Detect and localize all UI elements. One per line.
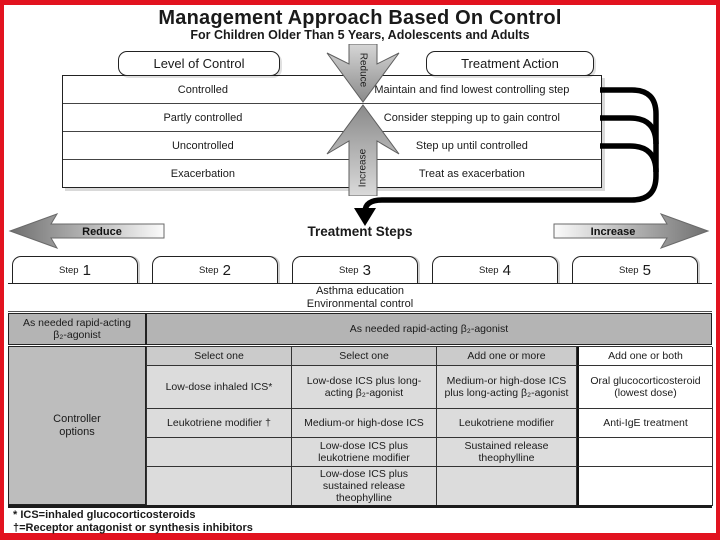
treatment-action-header: Treatment Action xyxy=(426,51,594,76)
reduce-down-arrow-icon xyxy=(326,44,400,103)
level-cell: Exacerbation xyxy=(170,167,235,180)
reduce-horizontal-label: Reduce xyxy=(82,226,122,238)
footnote-divider xyxy=(8,505,712,508)
controller-cell xyxy=(147,467,292,506)
controller-cell: Sustained release theophylline xyxy=(437,438,577,467)
controller-cell: Anti-IgE treatment xyxy=(577,409,713,438)
step-prefix: Step xyxy=(339,264,359,276)
step-number: 3 xyxy=(362,261,371,279)
education-line: Asthma education xyxy=(315,284,405,297)
footnotes: * ICS=inhaled glucocorticosteroids †=Rec… xyxy=(13,509,703,534)
step-number: 5 xyxy=(642,261,651,279)
action-cell: Treat as exacerbation xyxy=(418,167,525,180)
education-band: Asthma education Environmental control xyxy=(8,283,712,312)
table-row: Partly controlled Consider stepping up t… xyxy=(63,103,601,131)
step-number: 4 xyxy=(502,261,511,279)
step-number: 2 xyxy=(222,261,231,279)
step-2-tab: Step 2 xyxy=(152,256,278,283)
controller-cell: Medium-or high-dose ICS plus long-acting… xyxy=(437,366,577,409)
column-header: Select one xyxy=(147,347,292,366)
step-prefix: Step xyxy=(199,264,219,276)
step-prefix: Step xyxy=(619,264,639,276)
column-header: Select one xyxy=(292,347,437,366)
action-cell: Step up until controlled xyxy=(415,139,528,152)
controller-cell xyxy=(147,438,292,467)
bracket-stub3 xyxy=(600,143,659,173)
controller-options-label: Controller options xyxy=(8,346,146,505)
controller-cell: Low-dose inhaled ICS* xyxy=(147,366,292,409)
right-arrow-icon xyxy=(553,213,710,249)
level-of-control-label: Level of Control xyxy=(153,56,245,71)
column-header: Add one or more xyxy=(437,347,577,366)
increase-vertical-label: Increase xyxy=(358,148,369,187)
page-title: Management Approach Based On Control xyxy=(158,7,562,29)
controller-cell: Low-dose ICS plus long-acting β₂-agonist xyxy=(292,366,437,409)
controller-cell: Low-dose ICS plus sustained release theo… xyxy=(292,467,437,506)
table-row: Uncontrolled Step up until controlled xyxy=(63,131,601,159)
column-header: Add one or both xyxy=(577,347,713,366)
treatment-steps-title: Treatment Steps xyxy=(307,224,413,239)
down-arrowhead-icon xyxy=(354,208,376,226)
step-prefix: Step xyxy=(59,264,79,276)
step-prefix: Step xyxy=(479,264,499,276)
table-row: Controlled Maintain and find lowest cont… xyxy=(63,76,601,103)
controller-cell xyxy=(437,467,577,506)
page-subtitle: For Children Older Than 5 Years, Adolesc… xyxy=(190,28,530,42)
action-cell: Consider stepping up to gain control xyxy=(383,111,560,124)
increase-right-arrow: Increase xyxy=(553,213,710,249)
step-4-tab: Step 4 xyxy=(432,256,558,283)
controller-cell xyxy=(577,438,713,467)
level-cell: Partly controlled xyxy=(163,111,243,124)
controller-cell: Medium-or high-dose ICS xyxy=(292,409,437,438)
level-cell: Uncontrolled xyxy=(171,139,234,152)
increase-horizontal-label: Increase xyxy=(591,226,636,238)
controller-options-table: Select one Select one Add one or more Ad… xyxy=(146,346,713,506)
bracket-main-path xyxy=(362,87,659,213)
level-cell: Controlled xyxy=(177,83,228,96)
step-3-tab: Step 3 xyxy=(292,256,418,283)
action-to-steps-bracket xyxy=(354,87,659,226)
controller-cell: Low-dose ICS plus leukotriene modifier xyxy=(292,438,437,467)
treatment-action-label: Treatment Action xyxy=(461,56,559,71)
step-1-tab: Step 1 xyxy=(12,256,138,283)
level-of-control-header: Level of Control xyxy=(118,51,280,76)
footnote-line: †=Receptor antagonist or synthesis inhib… xyxy=(13,521,253,534)
reliever-span-cell: As needed rapid-acting β₂-agonist xyxy=(146,313,712,345)
controller-cell: Oral glucocorticosteroid (lowest dose) xyxy=(577,366,713,409)
footnote-line: * ICS=inhaled glucocorticosteroids xyxy=(13,509,196,521)
increase-up-arrow-icon xyxy=(326,104,400,196)
reliever-left-cell: As needed rapid-acting β₂-agonist xyxy=(8,313,146,345)
control-rows-table: Controlled Maintain and find lowest cont… xyxy=(62,75,602,188)
action-cell: Maintain and find lowest controlling ste… xyxy=(374,83,570,96)
controller-cell xyxy=(577,467,713,506)
reduce-vertical-label: Reduce xyxy=(357,53,368,88)
controller-cell: Leukotriene modifier † xyxy=(147,409,292,438)
step-number: 1 xyxy=(82,261,91,279)
controller-cell: Leukotriene modifier xyxy=(437,409,577,438)
table-row: Exacerbation Treat as exacerbation xyxy=(63,159,601,187)
step-5-tab: Step 5 xyxy=(572,256,698,283)
reduce-left-arrow: Reduce xyxy=(8,213,165,249)
left-arrow-icon xyxy=(8,213,165,249)
reduce-increase-vertical-arrows: Reduce Increase xyxy=(326,44,400,196)
bracket-stub2 xyxy=(600,115,659,145)
education-line: Environmental control xyxy=(306,297,414,310)
